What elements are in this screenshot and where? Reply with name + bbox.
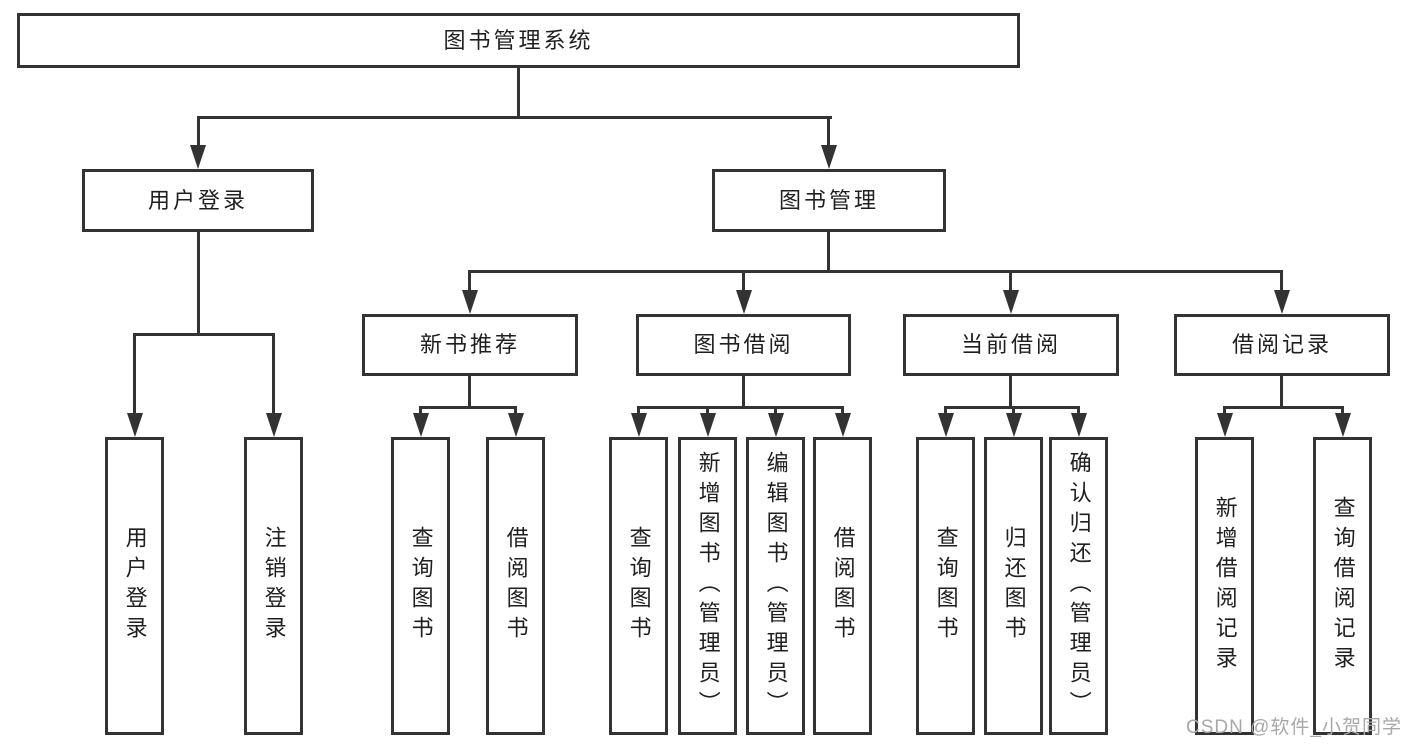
connector-user-login-stub	[197, 232, 200, 335]
connector-book-borrow-stub	[742, 376, 745, 408]
connector-to-leaf-rec-borrow	[514, 406, 517, 415]
leaf-cb-return-books: 归还图书	[984, 437, 1043, 735]
connector-l3-bus	[468, 270, 1283, 273]
connector-to-leaf-cb-confirm	[1077, 406, 1080, 415]
leaf-bb-edit-books-label: 编辑图书（管理员）	[763, 451, 789, 721]
leaf-br-query-record: 查询借阅记录	[1313, 437, 1372, 735]
arrowhead-leaf-bb-query	[631, 413, 647, 437]
connector-to-leaf-logout	[272, 333, 275, 415]
connector-borrow-records-bus	[1223, 406, 1344, 409]
leaf-rec-query-books-label: 查询图书	[408, 526, 434, 646]
leaf-rec-borrow-books: 借阅图书	[486, 437, 545, 735]
leaf-bb-query-books-label: 查询图书	[626, 526, 652, 646]
leaf-bb-query-books: 查询图书	[609, 437, 668, 735]
leaf-br-query-record-label: 查询借阅记录	[1330, 496, 1356, 676]
connector-new-book-rec-stub	[468, 376, 471, 408]
connector-l2-bus	[197, 116, 832, 119]
arrowhead-leaf-br-query	[1335, 413, 1351, 437]
leaf-bb-add-books-label: 新增图书（管理员）	[695, 451, 721, 721]
node-new-book-rec: 新书推荐	[362, 314, 578, 376]
connector-to-leaf-cb-query	[944, 406, 947, 415]
leaf-bb-add-books: 新增图书（管理员）	[678, 437, 737, 735]
arrowhead-user-login	[190, 145, 206, 169]
leaf-user-login-label: 用户登录	[122, 526, 148, 646]
leaf-cb-query-books: 查询图书	[916, 437, 975, 735]
node-book-mgmt-label: 图书管理	[778, 187, 879, 213]
arrowhead-leaf-br-add	[1217, 413, 1233, 437]
node-current-borrow: 当前借阅	[903, 314, 1119, 376]
leaf-bb-borrow-books-label: 借阅图书	[830, 526, 856, 646]
node-borrow-records: 借阅记录	[1174, 314, 1390, 376]
leaf-bb-borrow-books: 借阅图书	[813, 437, 872, 735]
connector-to-leaf-rec-query	[419, 406, 422, 415]
connector-to-user-login	[197, 116, 200, 148]
connector-borrow-records-stub	[1280, 376, 1283, 408]
connector-to-leaf-br-add	[1223, 406, 1226, 415]
connector-to-book-borrow	[742, 270, 745, 292]
arrowhead-leaf-bb-add	[700, 413, 716, 437]
leaf-bb-edit-books: 编辑图书（管理员）	[746, 437, 805, 735]
node-current-borrow-label: 当前借阅	[960, 332, 1061, 357]
arrowhead-book-borrow	[736, 290, 752, 314]
connector-book-borrow-bus	[637, 406, 844, 409]
node-root: 图书管理系统	[17, 13, 1020, 68]
connector-to-leaf-br-query	[1341, 406, 1344, 415]
arrowhead-book-mgmt	[821, 145, 837, 169]
arrowhead-leaf-cb-query	[938, 413, 954, 437]
arrowhead-leaf-login	[127, 413, 143, 437]
arrowhead-leaf-bb-borrow	[835, 413, 851, 437]
leaf-rec-query-books: 查询图书	[391, 437, 450, 735]
connector-to-leaf-bb-borrow	[841, 406, 844, 415]
connector-book-mgmt-stub	[827, 232, 830, 273]
node-new-book-rec-label: 新书推荐	[419, 332, 520, 357]
csdn-watermark: CSDN @软件_小贺同学	[1186, 717, 1402, 738]
arrowhead-borrow-records	[1274, 290, 1290, 314]
node-book-mgmt: 图书管理	[712, 169, 946, 232]
connector-current-borrow-stub	[1009, 376, 1012, 408]
connector-user-login-bus	[133, 333, 275, 336]
arrowhead-leaf-cb-confirm	[1071, 413, 1087, 437]
connector-to-leaf-bb-edit	[774, 406, 777, 415]
connector-new-book-rec-bus	[419, 406, 517, 409]
node-book-borrow: 图书借阅	[636, 314, 851, 376]
connector-to-current-borrow	[1009, 270, 1012, 292]
leaf-cb-confirm-return: 确认归还（管理员）	[1049, 437, 1108, 735]
connector-to-book-mgmt	[827, 116, 830, 148]
leaf-logout: 注销登录	[244, 437, 303, 735]
connector-to-leaf-bb-query	[637, 406, 640, 415]
node-user-login-label: 用户登录	[147, 187, 248, 213]
leaf-br-add-record: 新增借阅记录	[1195, 437, 1254, 735]
connector-to-borrow-records	[1280, 270, 1283, 292]
leaf-user-login: 用户登录	[105, 437, 164, 735]
connector-to-leaf-cb-return	[1012, 406, 1015, 415]
leaf-cb-return-books-label: 归还图书	[1001, 526, 1027, 646]
arrowhead-leaf-bb-edit	[768, 413, 784, 437]
arrowhead-current-borrow	[1003, 290, 1019, 314]
leaf-rec-borrow-books-label: 借阅图书	[503, 526, 529, 646]
connector-to-leaf-login	[133, 333, 136, 415]
node-book-borrow-label: 图书借阅	[693, 332, 794, 357]
node-user-login: 用户登录	[82, 169, 314, 232]
arrowhead-new-book-rec	[462, 290, 478, 314]
arrowhead-leaf-rec-query	[413, 413, 429, 437]
leaf-logout-label: 注销登录	[261, 526, 287, 646]
arrowhead-leaf-cb-return	[1006, 413, 1022, 437]
connector-root-stub	[517, 68, 520, 118]
node-root-label: 图书管理系统	[443, 27, 594, 53]
leaf-br-add-record-label: 新增借阅记录	[1212, 496, 1238, 676]
node-borrow-records-label: 借阅记录	[1231, 332, 1332, 357]
arrowhead-leaf-logout	[266, 413, 282, 437]
leaf-cb-query-books-label: 查询图书	[933, 526, 959, 646]
arrowhead-leaf-rec-borrow	[508, 413, 524, 437]
connector-to-new-book-rec	[468, 270, 471, 292]
leaf-cb-confirm-return-label: 确认归还（管理员）	[1066, 451, 1092, 721]
connector-to-leaf-bb-add	[706, 406, 709, 415]
